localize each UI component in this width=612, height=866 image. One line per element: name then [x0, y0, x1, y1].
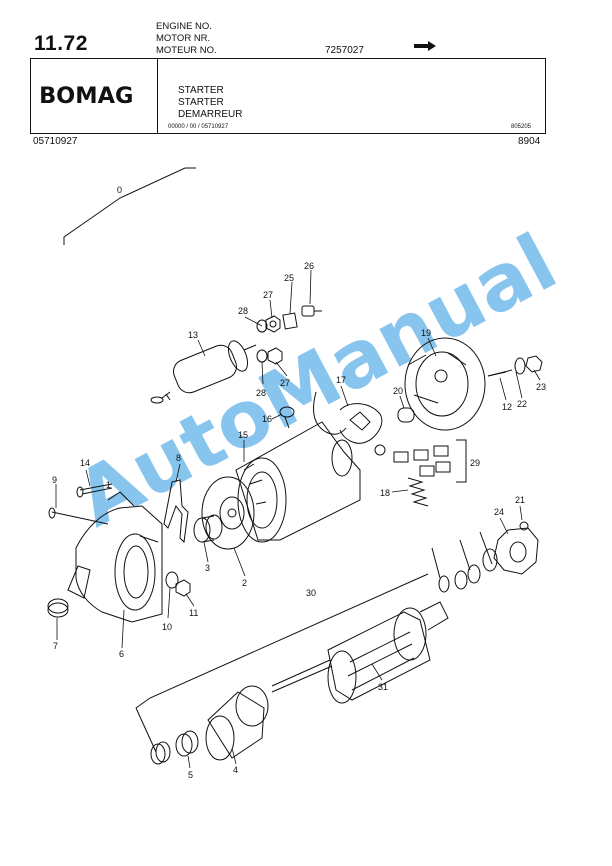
engine-serial: 7257027	[325, 45, 364, 56]
callout-2: 2	[242, 578, 247, 588]
callout-28a: 28	[238, 306, 248, 316]
title-fr: DEMARREUR	[178, 109, 243, 120]
bracket-2	[201, 476, 255, 550]
washers-right	[431, 531, 498, 593]
brand-logo: BOMAG	[39, 84, 134, 109]
small-code: 00000 / 00 / 05710927	[168, 124, 229, 130]
field-frame-15	[235, 421, 361, 543]
callout-8: 8	[176, 453, 181, 463]
callout-28b: 28	[256, 388, 266, 398]
armature-31	[271, 601, 449, 704]
callout-1: 1	[106, 480, 111, 490]
bolt-12	[487, 371, 507, 377]
ref-code: 805205	[511, 124, 532, 130]
callout-5: 5	[188, 770, 193, 780]
callout-16: 16	[262, 414, 272, 424]
callout-27b: 27	[280, 378, 290, 388]
callout-20: 20	[393, 386, 403, 396]
callout-19: 19	[421, 328, 431, 338]
fork-lever-8	[163, 479, 189, 544]
callout-11: 11	[189, 608, 198, 618]
page-number: 11.72	[34, 32, 88, 55]
drive-housing-6	[47, 491, 163, 623]
nut-10-11	[165, 571, 191, 597]
callout-26: 26	[304, 261, 314, 271]
callout-25: 25	[284, 273, 294, 283]
leader-0	[63, 167, 196, 245]
svg-text:AutoManual: AutoManual	[63, 218, 571, 545]
callout-3: 3	[205, 563, 210, 573]
brush-holder-17	[313, 391, 415, 456]
small-hardware-top	[256, 305, 322, 365]
callout-13: 13	[188, 330, 198, 340]
callout-27a: 27	[263, 290, 273, 300]
engine-label-de: MOTOR NR.	[156, 33, 211, 44]
callout-30: 30	[306, 588, 316, 598]
plate-24	[493, 521, 539, 575]
callout-6: 6	[119, 649, 124, 659]
callout-17: 17	[336, 375, 346, 385]
bushing-3	[193, 514, 223, 543]
callout-24: 24	[494, 507, 504, 517]
callout-7: 7	[53, 641, 58, 651]
solenoid-13	[150, 340, 257, 404]
callout-4: 4	[233, 765, 238, 775]
pinion-4	[205, 685, 269, 761]
arrow-right-icon	[414, 41, 436, 51]
callout-22: 22	[517, 399, 527, 409]
logo-cell	[30, 58, 158, 134]
callout-14: 14	[80, 458, 90, 468]
title-block	[30, 58, 546, 134]
leader-30	[135, 573, 429, 709]
callout-21: 21	[515, 495, 525, 505]
callout-9: 9	[52, 475, 57, 485]
bolts-1-9	[48, 483, 113, 525]
engine-label-en: ENGINE NO.	[156, 21, 212, 32]
callout-31: 31	[378, 682, 388, 692]
callout-18: 18	[380, 488, 390, 498]
watermark: AutoManual	[63, 218, 571, 545]
callout-leaders	[55, 269, 541, 769]
callout-15: 15	[238, 430, 248, 440]
brushes-29	[393, 439, 467, 483]
title-de: STARTER	[178, 97, 224, 108]
date-code: 8904	[518, 136, 541, 147]
part-number: 05710927	[33, 136, 78, 147]
engine-label-fr: MOTEUR NO.	[156, 45, 217, 56]
screw-16	[279, 406, 295, 429]
callout-10: 10	[162, 622, 172, 632]
spring-18	[407, 477, 429, 507]
callout-0: 0	[117, 185, 122, 195]
end-cover-19	[404, 337, 543, 431]
callout-23: 23	[536, 382, 546, 392]
bushing-5	[150, 730, 199, 765]
title-en: STARTER	[178, 85, 224, 96]
callout-numbers: 0 1 2 3 4 5 6 7 8 9 10 11 12 13 14 15 16…	[52, 185, 546, 780]
callout-12: 12	[502, 402, 512, 412]
callout-29: 29	[470, 458, 480, 468]
